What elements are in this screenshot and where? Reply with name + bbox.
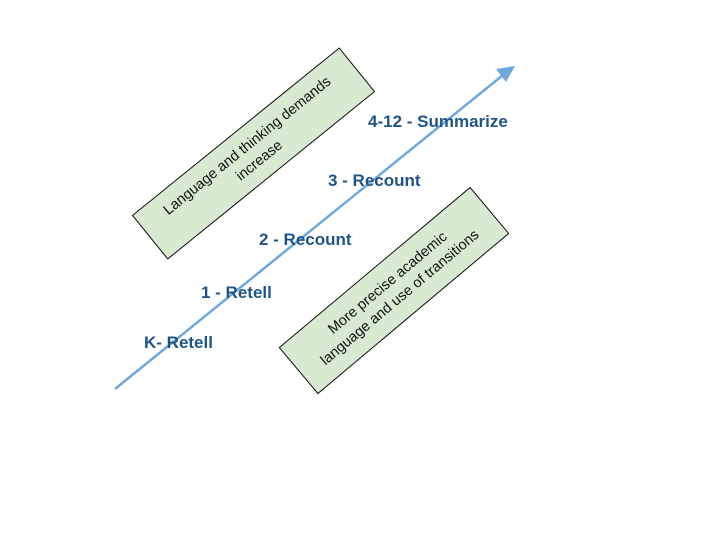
stage-label-4-12: 4-12 - Summarize (368, 112, 508, 131)
stage-label-k: K- Retell (144, 333, 213, 352)
arrow-head (496, 66, 515, 82)
arrow-shaft (114, 74, 504, 390)
stage-label-3: 3 - Recount (328, 171, 421, 190)
stage-label-1: 1 - Retell (201, 283, 272, 302)
stage-label-2: 2 - Recount (259, 230, 352, 249)
